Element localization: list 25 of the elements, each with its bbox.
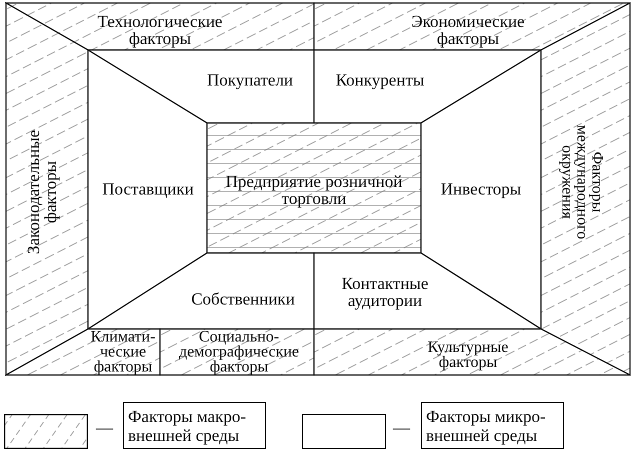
macro-environment-segment: [159, 328, 315, 376]
macro-environment-segment: [5, 328, 161, 376]
factor-label: Контактные аудитории: [342, 274, 428, 310]
dash-separator: —: [96, 419, 113, 436]
factor-label: Поставщики: [102, 180, 194, 198]
factor-label: Законодательные факторы: [24, 130, 60, 254]
factor-label: Экономические факторы: [411, 12, 525, 48]
factor-label: Культурные факторы: [428, 339, 508, 371]
factor-label: Собственники: [191, 290, 295, 308]
factor-label: Факторы международного окружения: [558, 124, 606, 240]
enterprise-label: Предприятие розничной торговли: [226, 172, 402, 208]
legend-label: Факторы макро- внешней среды: [123, 402, 266, 449]
legend-label: Факторы микро- внешней среды: [421, 402, 564, 449]
retail-enterprise-block: [206, 122, 422, 254]
factor-label: Покупатели: [206, 70, 294, 90]
factor-label: Конкуренты: [336, 70, 424, 90]
factor-label: Социально-демографические факторы: [178, 328, 300, 376]
factor-label: Климати- ческие факторы: [90, 328, 156, 376]
micro-environment-segment: [313, 49, 542, 124]
micro-environment-segment: [87, 49, 315, 124]
micro-environment-segment: [313, 252, 542, 330]
macro-environment-segment: [313, 328, 631, 376]
factor-label: Технологические факторы: [98, 12, 222, 48]
dash-separator: —: [393, 419, 410, 436]
factor-label: Инвесторы: [440, 180, 522, 198]
